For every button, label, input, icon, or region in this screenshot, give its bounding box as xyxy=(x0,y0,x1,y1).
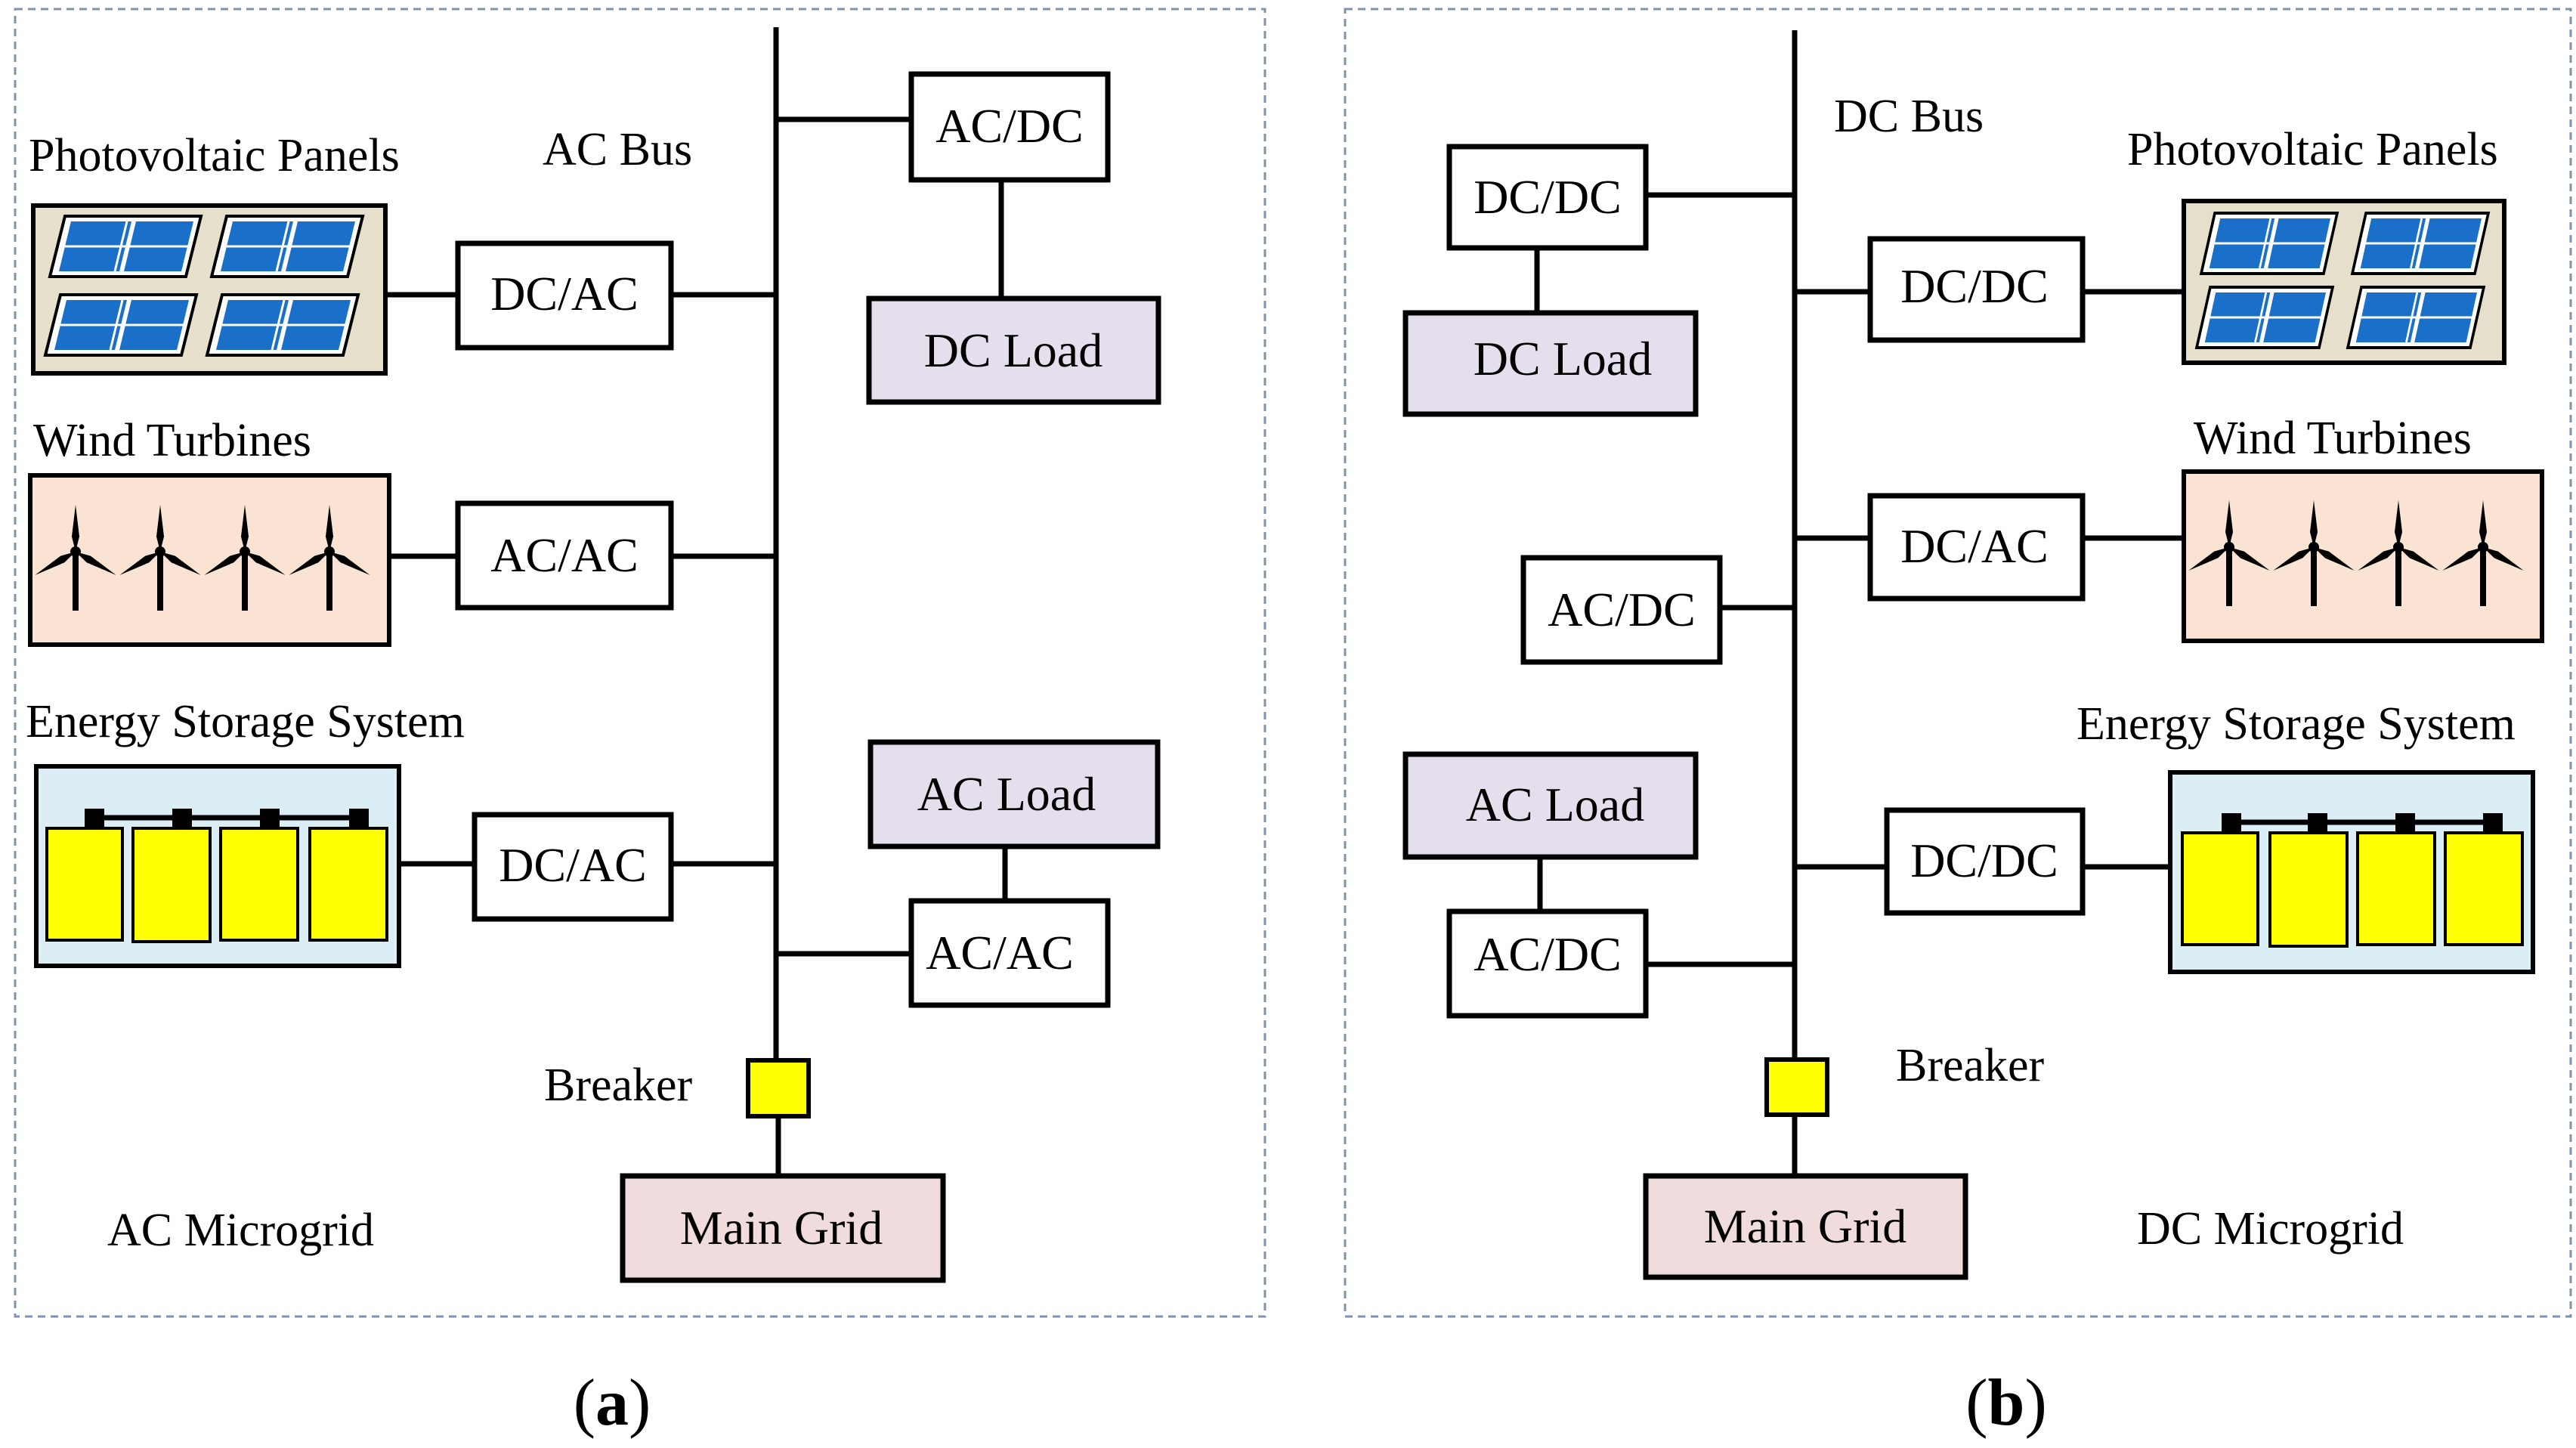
panel-b-main-grid xyxy=(1643,1173,1968,1280)
panel-a-storage-label: Energy Storage System xyxy=(26,696,465,747)
panel-b-storage-converter-label: DC/DC xyxy=(1910,834,2058,887)
panel-b: DC Bus DC/DC DC Load Photovoltaic Panels… xyxy=(1344,8,2572,1440)
panel-a-ac-load-converter-label: AC/AC xyxy=(926,926,1074,979)
panel-a-pv-converter xyxy=(455,240,674,351)
panel-a-dc-load-label: DC Load xyxy=(924,323,1102,377)
panel-a-wind-label: Wind Turbines xyxy=(33,415,311,466)
panel-b-storage-system xyxy=(2168,770,2535,974)
panel-a-wiring xyxy=(385,27,1008,1176)
panel-b-caption-close: ) xyxy=(2024,1366,2046,1440)
panel-b-pv-converter-label: DC/DC xyxy=(1900,259,2049,313)
panel-a-ac-load xyxy=(867,739,1161,849)
panel-b-ac-load-converter-label: AC/DC xyxy=(1474,927,1622,981)
panel-b-dc-load-label: DC Load xyxy=(1474,332,1652,385)
panel-b-ac-load-converter xyxy=(1446,908,1649,1019)
panel-b-wind-turbines xyxy=(2182,469,2544,643)
panel-a-pv-converter-label: DC/AC xyxy=(490,267,639,320)
panel-a-ac-load-converter xyxy=(908,898,1111,1008)
panel-a-bus-label: AC Bus xyxy=(543,124,692,175)
panel-a-pv-panels xyxy=(31,203,388,376)
panel-a-caption-letter: a xyxy=(595,1366,629,1440)
panel-a-microgrid-label: AC Microgrid xyxy=(107,1205,374,1256)
panel-a-dc-load xyxy=(866,295,1161,405)
panel-b-ac-dc-converter-label: AC/DC xyxy=(1548,583,1696,636)
panel-b-microgrid-label: DC Microgrid xyxy=(2137,1203,2404,1255)
panel-b-storage-label: Energy Storage System xyxy=(2077,698,2516,750)
panel-b-pv-label: Photovoltaic Panels xyxy=(2127,124,2498,175)
panel-b-storage-converter xyxy=(1884,807,2086,916)
panel-b-dc-load-converter-label: DC/DC xyxy=(1474,170,1622,224)
panel-a-main-grid-label: Main Grid xyxy=(680,1201,883,1255)
panel-a: AC Bus Photovoltaic Panels DC/AC Wind Tu… xyxy=(14,8,1266,1440)
panel-a-frame xyxy=(14,8,1266,1318)
panel-b-wind-converter-label: DC/AC xyxy=(1900,519,2049,573)
panel-b-pv-panels xyxy=(2182,199,2506,365)
panel-b-ac-load-label: AC Load xyxy=(1466,778,1644,831)
panel-b-ac-dc-converter xyxy=(1520,555,1723,665)
panel-a-wind-turbines xyxy=(28,473,391,647)
panel-a-dc-load-converter-label: AC/DC xyxy=(935,99,1084,153)
panel-b-breaker-label: Breaker xyxy=(1896,1040,2045,1091)
panel-b-wiring xyxy=(1534,30,2184,1176)
panel-b-caption: (b) xyxy=(1965,1366,2047,1440)
panel-a-main-grid xyxy=(620,1173,946,1283)
panel-a-breaker-label: Breaker xyxy=(544,1060,693,1111)
panel-b-wind-label: Wind Turbines xyxy=(2194,413,2472,464)
panel-a-caption: (a) xyxy=(574,1366,651,1440)
panel-b-pv-converter xyxy=(1867,236,2086,343)
panel-a-storage-converter-label: DC/AC xyxy=(499,838,647,892)
panel-a-pv-label: Photovoltaic Panels xyxy=(29,130,400,181)
panel-b-ac-load xyxy=(1402,751,1699,860)
panel-a-storage-system xyxy=(34,764,401,968)
panel-b-wind-converter xyxy=(1867,493,2086,602)
panel-b-caption-letter: b xyxy=(1988,1366,2025,1440)
panel-b-dc-load xyxy=(1402,310,1699,417)
panel-b-breaker xyxy=(1764,1057,1829,1117)
panel-a-ac-load-label: AC Load xyxy=(917,767,1096,821)
panel-a-dc-load-converter xyxy=(908,71,1111,183)
panel-a-wind-converter-label: AC/AC xyxy=(490,528,639,582)
panel-a-breaker xyxy=(746,1058,811,1118)
panel-b-caption-open: ( xyxy=(1965,1366,1987,1440)
panel-a-storage-converter xyxy=(472,812,674,922)
panel-b-bus-label: DC Bus xyxy=(1834,91,1984,142)
panel-a-wind-converter xyxy=(455,500,674,611)
panel-b-frame xyxy=(1344,8,2572,1318)
panel-a-caption-close: ) xyxy=(629,1366,651,1440)
panel-b-dc-load-converter xyxy=(1446,144,1649,251)
panel-b-main-grid-label: Main Grid xyxy=(1704,1199,1906,1253)
panel-a-caption-open: ( xyxy=(574,1366,595,1440)
